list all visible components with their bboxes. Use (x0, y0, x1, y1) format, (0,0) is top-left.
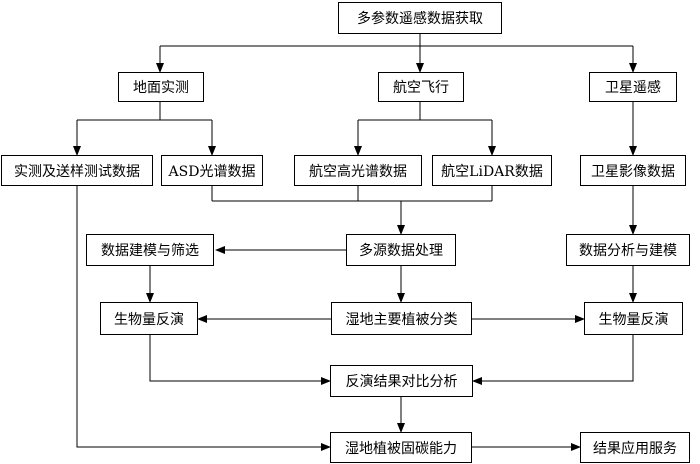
node-inversion-comparison: 反演结果对比分析 (330, 365, 473, 397)
node-aerial-flight: 航空飞行 (378, 72, 464, 102)
node-result-application-service: 结果应用服务 (580, 432, 690, 463)
node-wetland-carbon-capacity: 湿地植被固碳能力 (330, 432, 472, 463)
node-field-sample-data: 实测及送样测试数据 (1, 155, 153, 186)
node-satellite-image-data: 卫星影像数据 (580, 155, 686, 186)
edge-biomass-left-to-compare (149, 335, 331, 385)
node-multi-source-processing: 多源数据处理 (346, 234, 456, 266)
node-ground-measurement: 地面实测 (118, 72, 204, 102)
node-biomass-inversion-left: 生物量反演 (100, 302, 198, 335)
node-satellite-remote-sensing: 卫星遥感 (589, 72, 677, 102)
node-aerial-hyperspectral-data: 航空高光谱数据 (294, 155, 422, 186)
edge-biomass-right-to-compare (472, 335, 634, 385)
node-multi-param-acquisition: 多参数遥感数据获取 (338, 2, 502, 34)
node-data-analysis-modeling: 数据分析与建模 (566, 234, 690, 266)
node-biomass-inversion-right: 生物量反演 (584, 302, 683, 335)
node-asd-spectral-data: ASD光谱数据 (161, 155, 263, 186)
node-aerial-lidar-data: 航空LiDAR数据 (432, 155, 552, 186)
edge-field-to-carbon (76, 186, 331, 451)
node-data-modeling-screening: 数据建模与筛选 (86, 234, 214, 266)
node-wetland-vegetation-classification: 湿地主要植被分类 (331, 302, 472, 335)
